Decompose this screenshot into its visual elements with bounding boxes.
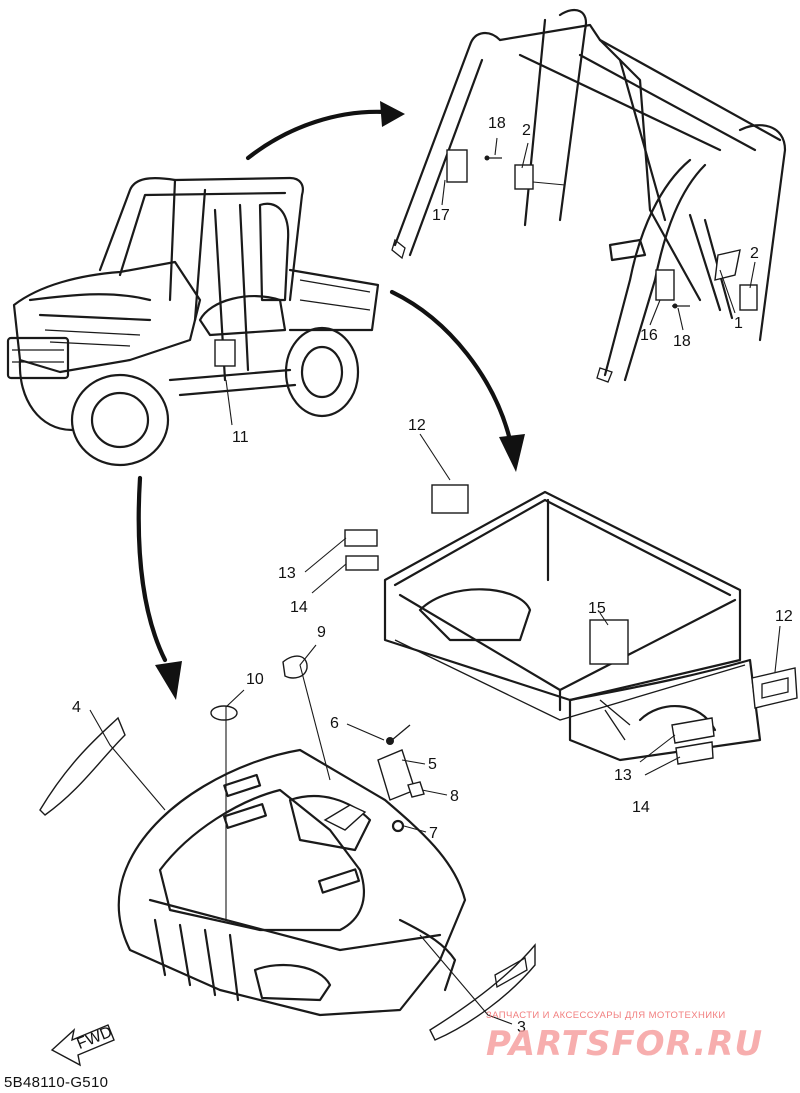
front-cowl (39, 655, 536, 1041)
callout-5: 5 (428, 756, 437, 773)
callout-10: 10 (246, 671, 264, 688)
callout-13: 13 (278, 565, 296, 582)
callout-labels: 1 2 2 3 4 5 6 7 8 9 10 11 12 12 13 13 14… (72, 115, 793, 1036)
fwd-indicator: FWD (50, 1024, 115, 1067)
callout-3: 3 (517, 1019, 526, 1036)
callout-12: 12 (775, 608, 793, 625)
watermark-subtitle: ЗАПЧАСТИ И АКСЕССУАРЫ ДЛЯ МОТОТЕХНИКИ (486, 1010, 726, 1021)
callout-2: 2 (522, 122, 531, 139)
watermark: ЗАПЧАСТИ И АКСЕССУАРЫ ДЛЯ МОТОТЕХНИКИ PA… (486, 1010, 786, 1070)
watermark-brand: PARTSFOR.RU (486, 1024, 764, 1064)
callout-15: 15 (588, 600, 606, 617)
callout-12: 12 (408, 417, 426, 434)
callout-17: 17 (432, 207, 450, 224)
callout-16: 16 (640, 327, 658, 344)
callout-14: 14 (290, 599, 308, 616)
diagram-code: 5B48110-G510 (4, 1074, 109, 1091)
callout-9: 9 (317, 624, 326, 641)
callout-13: 13 (614, 767, 632, 784)
callout-14: 14 (632, 799, 650, 816)
callout-8: 8 (450, 788, 459, 805)
callout-7: 7 (429, 825, 438, 842)
cargo-bed (344, 484, 798, 765)
view-arrows (136, 101, 525, 700)
callout-11: 11 (232, 429, 249, 446)
callout-4: 4 (72, 699, 81, 716)
leader-lines (89, 137, 781, 1025)
callout-18: 18 (488, 115, 506, 132)
callout-6: 6 (330, 715, 339, 732)
roll-cage (391, 8, 787, 383)
callout-1: 1 (734, 315, 743, 332)
callout-2: 2 (750, 245, 759, 262)
vehicle-overview (6, 176, 380, 467)
callout-18: 18 (673, 333, 691, 350)
